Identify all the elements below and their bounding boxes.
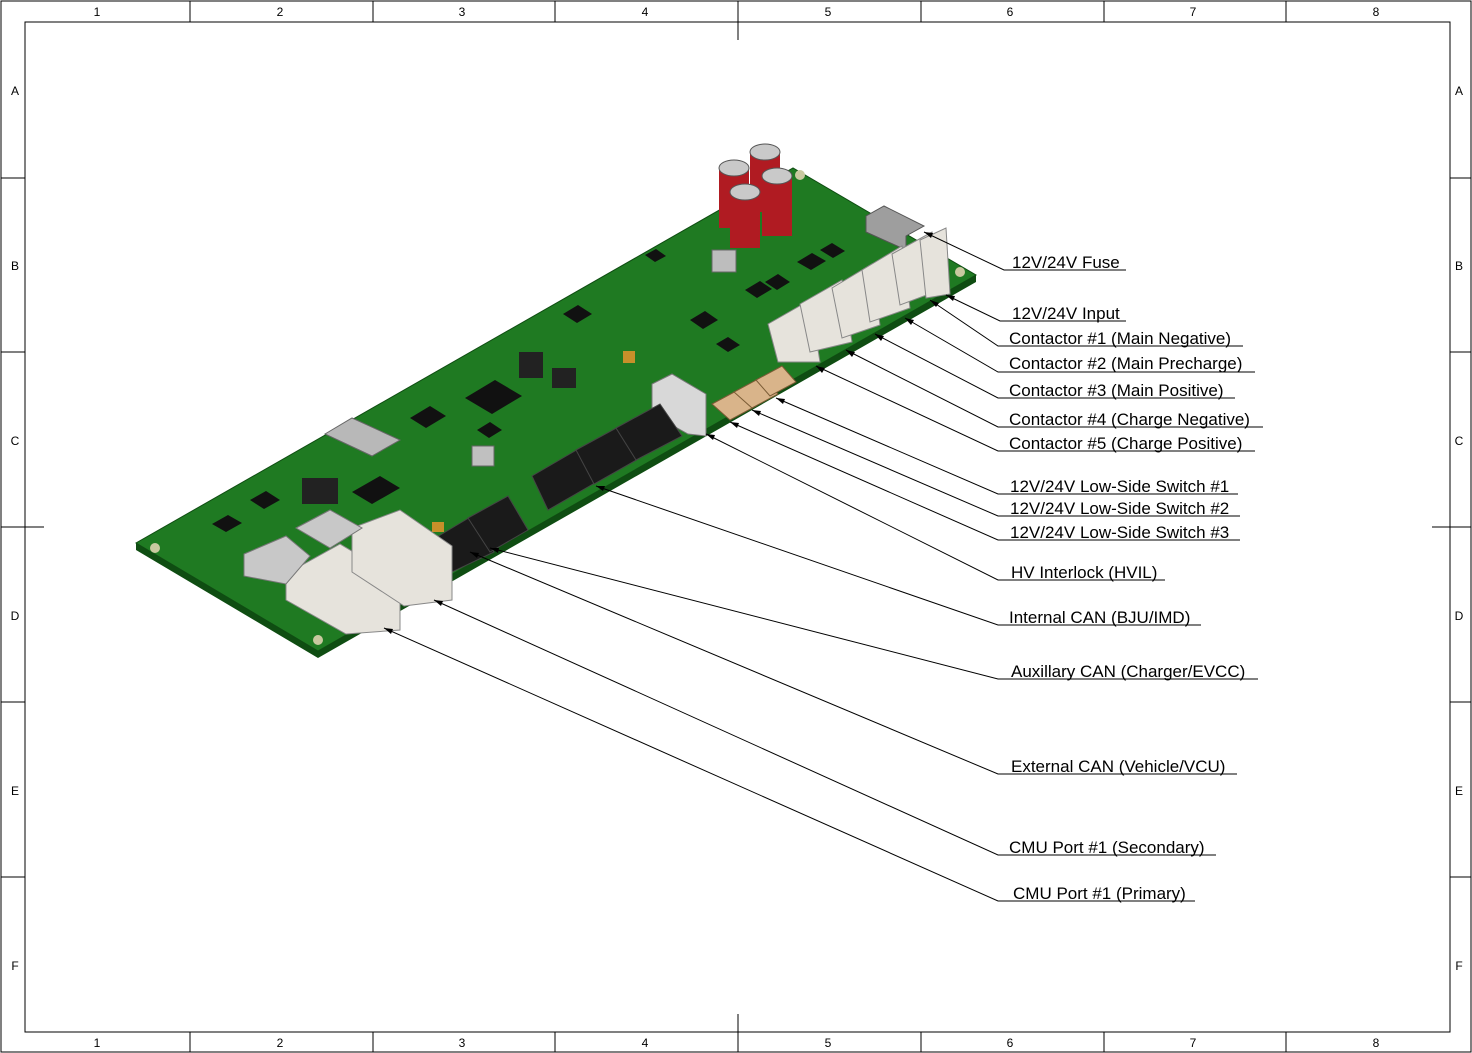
row-label: C — [1455, 434, 1464, 448]
row-ticks — [1, 177, 1471, 878]
row-label: D — [1455, 609, 1464, 623]
electrolytic-capacitors — [718, 143, 793, 248]
callout-c5: Contactor #5 (Charge Positive) — [1009, 434, 1242, 453]
pcb-illustration — [135, 143, 977, 658]
callout-cmu1: CMU Port #1 (Primary) — [1013, 884, 1186, 903]
tan-capacitor — [432, 522, 444, 532]
leader-c3 — [874, 333, 1235, 399]
callout-cmu2: CMU Port #1 (Secondary) — [1009, 838, 1205, 857]
row-label: D — [11, 609, 20, 623]
callout-auxcan: Auxillary CAN (Charger/EVCC) — [1011, 662, 1245, 681]
contactor-connectors — [767, 227, 951, 363]
column-ticks — [189, 1, 1287, 1052]
callout-c2: Contactor #2 (Main Precharge) — [1009, 354, 1242, 373]
leader-intcan — [595, 485, 1201, 626]
column-label: 4 — [642, 5, 649, 19]
ic-chips — [212, 243, 845, 532]
column-label: 8 — [1373, 1036, 1380, 1050]
leader-ls3 — [729, 421, 1240, 541]
sd-card-socket — [323, 417, 402, 457]
row-label: E — [1455, 784, 1463, 798]
column-label: 7 — [1190, 1036, 1197, 1050]
row-label: B — [1455, 259, 1463, 273]
row-label: B — [11, 259, 19, 273]
row-labels-right: A B C D E F — [1455, 84, 1464, 973]
leader-auxcan — [489, 547, 1258, 680]
leader-c1 — [929, 299, 1243, 347]
column-label: 8 — [1373, 5, 1380, 19]
leader-ls1 — [775, 397, 1238, 495]
leader-fuse — [923, 231, 1126, 271]
column-labels-top: 1 2 3 4 5 6 7 8 — [94, 5, 1380, 19]
column-label: 6 — [1007, 1036, 1014, 1050]
callout-fuse: 12V/24V Fuse — [1012, 253, 1120, 272]
callout-hvil: HV Interlock (HVIL) — [1011, 563, 1157, 582]
leader-input — [945, 294, 1126, 322]
row-label: E — [11, 784, 19, 798]
callout-ls1: 12V/24V Low-Side Switch #1 — [1010, 477, 1229, 496]
callout-ls3: 12V/24V Low-Side Switch #3 — [1010, 523, 1229, 542]
column-label: 3 — [459, 5, 466, 19]
callout-c1: Contactor #1 (Main Negative) — [1009, 329, 1231, 348]
row-label: A — [11, 84, 19, 98]
leader-hvil — [705, 433, 1165, 581]
leader-extcan — [469, 551, 1237, 775]
column-label: 1 — [94, 5, 101, 19]
crystal — [471, 445, 495, 467]
callout-ls2: 12V/24V Low-Side Switch #2 — [1010, 499, 1229, 518]
leader-lines — [383, 231, 1263, 902]
cmu-connectors — [243, 509, 453, 635]
row-label: F — [11, 959, 18, 973]
row-labels-left: A B C D E F — [11, 84, 20, 973]
callout-c4: Contactor #4 (Charge Negative) — [1009, 410, 1250, 429]
leader-c2 — [904, 317, 1255, 373]
leader-c5 — [815, 365, 1255, 452]
column-label: 2 — [277, 1036, 284, 1050]
leader-cmu1 — [383, 627, 1195, 902]
column-label: 5 — [825, 1036, 832, 1050]
callout-input: 12V/24V Input — [1012, 304, 1120, 323]
tan-capacitor — [623, 351, 635, 363]
callout-labels: 12V/24V Fuse 12V/24V Input Contactor #1 … — [1009, 253, 1250, 903]
column-label: 2 — [277, 5, 284, 19]
row-label: A — [1455, 84, 1463, 98]
leader-ls2 — [751, 409, 1240, 517]
column-label: 4 — [642, 1036, 649, 1050]
column-label: 5 — [825, 5, 832, 19]
row-label: C — [11, 434, 20, 448]
leader-c4 — [845, 349, 1263, 428]
column-label: 6 — [1007, 5, 1014, 19]
callout-intcan: Internal CAN (BJU/IMD) — [1009, 608, 1190, 627]
column-label: 1 — [94, 1036, 101, 1050]
row-label: F — [1455, 959, 1462, 973]
column-labels-bottom: 1 2 3 4 5 6 7 8 — [94, 1036, 1380, 1050]
low-side-switch-connectors — [711, 365, 797, 421]
pin-headers — [302, 352, 576, 504]
fuse-holder — [865, 205, 926, 251]
column-label: 7 — [1190, 5, 1197, 19]
callout-extcan: External CAN (Vehicle/VCU) — [1011, 757, 1225, 776]
callout-c3: Contactor #3 (Main Positive) — [1009, 381, 1223, 400]
mounting-holes — [150, 170, 965, 645]
buzzer — [711, 249, 737, 273]
leader-cmu2 — [433, 599, 1216, 856]
column-label: 3 — [459, 1036, 466, 1050]
